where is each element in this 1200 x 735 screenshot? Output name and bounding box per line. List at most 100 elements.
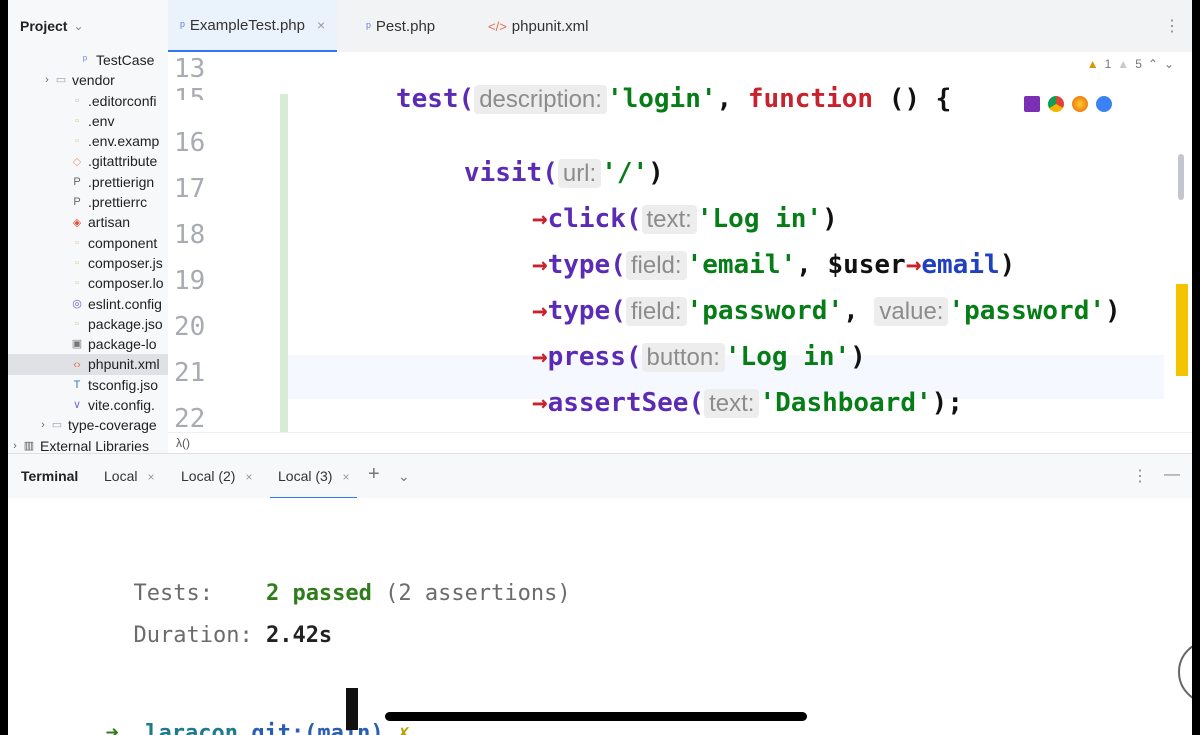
editor-scrollbar[interactable] — [1178, 154, 1184, 200]
prompt-git-branch: git:(main) — [251, 721, 384, 735]
code-token: ) — [850, 342, 866, 372]
code-line-19: →type(field:'password', value:'password'… — [438, 266, 1121, 356]
close-icon[interactable]: × — [147, 470, 155, 484]
param-hint: url: — [557, 159, 602, 188]
tree-item-label: artisan — [88, 214, 131, 231]
prompt-directory: laracon — [145, 721, 238, 735]
inspection-widget[interactable]: ▲ 1 ▲ 5 ⌃ ⌄ — [1087, 52, 1174, 76]
terminal-output[interactable]: Tests: 2 passed (2 assertions) Duration:… — [8, 498, 1192, 735]
tests-summary-line: Tests: 2 passed (2 assertions) — [54, 556, 571, 631]
php-file-icon: ᵖ — [82, 54, 88, 67]
tree-item-label: TestCase — [96, 52, 155, 68]
terminal-tab-local-2[interactable]: Local (2)× — [181, 468, 252, 484]
terminal-header: Terminal Local× Local (2)× Local (3)× + … — [8, 453, 1192, 499]
tree-item[interactable]: ▫package.jso — [8, 314, 168, 334]
lock-file-icon: ▣ — [71, 338, 83, 351]
config-file-icon: ▫ — [75, 94, 79, 107]
chevron-up-icon[interactable]: ⌃ — [1147, 57, 1158, 71]
add-tab-icon[interactable]: + — [368, 463, 380, 485]
folder-icon: ▭ — [51, 419, 63, 432]
chevron-down-icon[interactable]: ⌄ — [398, 468, 410, 484]
env-file-icon: ▫ — [75, 135, 79, 148]
code-token: ) — [1105, 296, 1121, 326]
code-token: ) — [822, 204, 838, 234]
code-token: 'Log in' — [696, 204, 823, 234]
more-options-icon[interactable]: ⋮ — [1132, 468, 1148, 485]
tree-item[interactable]: ▫ .editorconfi — [8, 91, 168, 111]
browser-preview-icons — [1024, 96, 1112, 112]
tree-item[interactable]: ◈artisan — [8, 212, 168, 232]
code-line-20: →press(button:'Log in') — [438, 312, 866, 402]
close-icon[interactable]: × — [317, 17, 326, 33]
tree-item-label: External Libraries — [40, 437, 149, 452]
tree-item-label: .editorconfi — [88, 92, 157, 109]
terminal-tab-local[interactable]: Local× — [104, 468, 154, 484]
close-icon[interactable]: × — [245, 470, 253, 484]
code-token: test( — [395, 84, 475, 114]
chrome-icon[interactable] — [1048, 96, 1064, 112]
eslint-file-icon: ◎ — [72, 297, 82, 310]
chevron-right-icon[interactable]: › — [45, 74, 49, 87]
tree-item[interactable]: ▫.env.examp — [8, 131, 168, 151]
terminal-title: Terminal — [21, 468, 79, 484]
tree-item[interactable]: ∨vite.config. — [8, 395, 168, 415]
code-token: → — [531, 250, 548, 280]
param-hint: button: — [641, 343, 725, 372]
minimize-icon[interactable]: — — [1164, 466, 1180, 483]
tree-item[interactable]: ›▭vendor — [8, 70, 168, 90]
code-token: 'email' — [686, 250, 797, 280]
line-number: 20 — [174, 312, 206, 342]
chevron-down-icon[interactable]: ⌄ — [73, 19, 84, 33]
code-token: ) — [648, 158, 664, 188]
breadcrumb-item[interactable]: λ() — [176, 436, 190, 450]
tab-example-test[interactable]: ᵖ ExampleTest.php × — [168, 0, 338, 52]
code-token: , $user — [796, 250, 906, 280]
firefox-icon[interactable] — [1072, 96, 1088, 112]
tree-item-label: package-lo — [88, 336, 157, 353]
git-file-icon: ◇ — [72, 155, 82, 168]
tree-item[interactable]: ▣ package-lo — [8, 334, 168, 354]
tree-item[interactable]: ◇.gitattribute — [8, 151, 168, 171]
tree-item[interactable]: P.prettierign — [8, 172, 168, 192]
duration-label: Duration: — [133, 623, 253, 648]
code-token: → — [531, 388, 548, 418]
code-token: → — [531, 204, 548, 234]
home-indicator — [385, 712, 807, 721]
code-editor[interactable]: 13 15 16 17 18 19 20 21 22 test(descript… — [168, 52, 1192, 435]
chevron-right-icon[interactable]: › — [13, 439, 17, 452]
tree-item-label: composer.js — [88, 254, 163, 271]
code-token: , — [716, 84, 748, 114]
code-token: function — [747, 84, 874, 114]
tab-label: Pest.php — [375, 17, 436, 35]
tree-item[interactable]: ᵖ TestCase — [8, 50, 168, 70]
safari-icon[interactable] — [1096, 96, 1112, 112]
close-icon[interactable]: × — [342, 470, 350, 484]
chevron-down-icon[interactable]: ⌄ — [1163, 57, 1174, 71]
tree-item[interactable]: P.prettierrc — [8, 192, 168, 212]
breadcrumb: λ() — [168, 432, 1192, 453]
project-panel-header[interactable]: Project ⌄ — [8, 0, 168, 52]
tree-item-label: type-coverage — [68, 417, 157, 434]
tree-item[interactable]: ›▥External Libraries — [8, 436, 168, 452]
tree-item[interactable]: ▫composer.js — [8, 253, 168, 273]
tab-phpunit-xml[interactable]: </> phpunit.xml — [476, 0, 601, 52]
tree-item[interactable]: › ▭ type-coverage — [8, 415, 168, 435]
tab-pest[interactable]: ᵖ Pest.php — [354, 0, 447, 52]
terminal-tab-local-3[interactable]: Local (3)× — [269, 468, 359, 499]
more-options-icon[interactable]: ⋮ — [1164, 18, 1180, 35]
phpstorm-browser-icon[interactable] — [1024, 96, 1040, 112]
xml-file-icon: ‹› — [73, 358, 81, 371]
tree-item[interactable]: ‹›phpunit.xml — [8, 354, 168, 375]
duration-line: Duration: 2.42s — [54, 598, 332, 673]
tree-item[interactable]: ◎eslint.config — [8, 294, 168, 314]
chevron-right-icon[interactable]: › — [41, 419, 45, 432]
folder-icon: ▭ — [55, 74, 67, 87]
param-hint: field: — [625, 297, 687, 326]
tests-assertions: (2 assertions) — [385, 581, 571, 606]
tree-item[interactable]: ▫.env — [8, 111, 168, 131]
tree-item[interactable]: ▫composer.lo — [8, 273, 168, 293]
xml-file-icon: </> — [488, 18, 507, 34]
code-line-18: →type(field:'email', $user→email) — [438, 220, 1015, 310]
tree-item[interactable]: ▫component — [8, 233, 168, 253]
